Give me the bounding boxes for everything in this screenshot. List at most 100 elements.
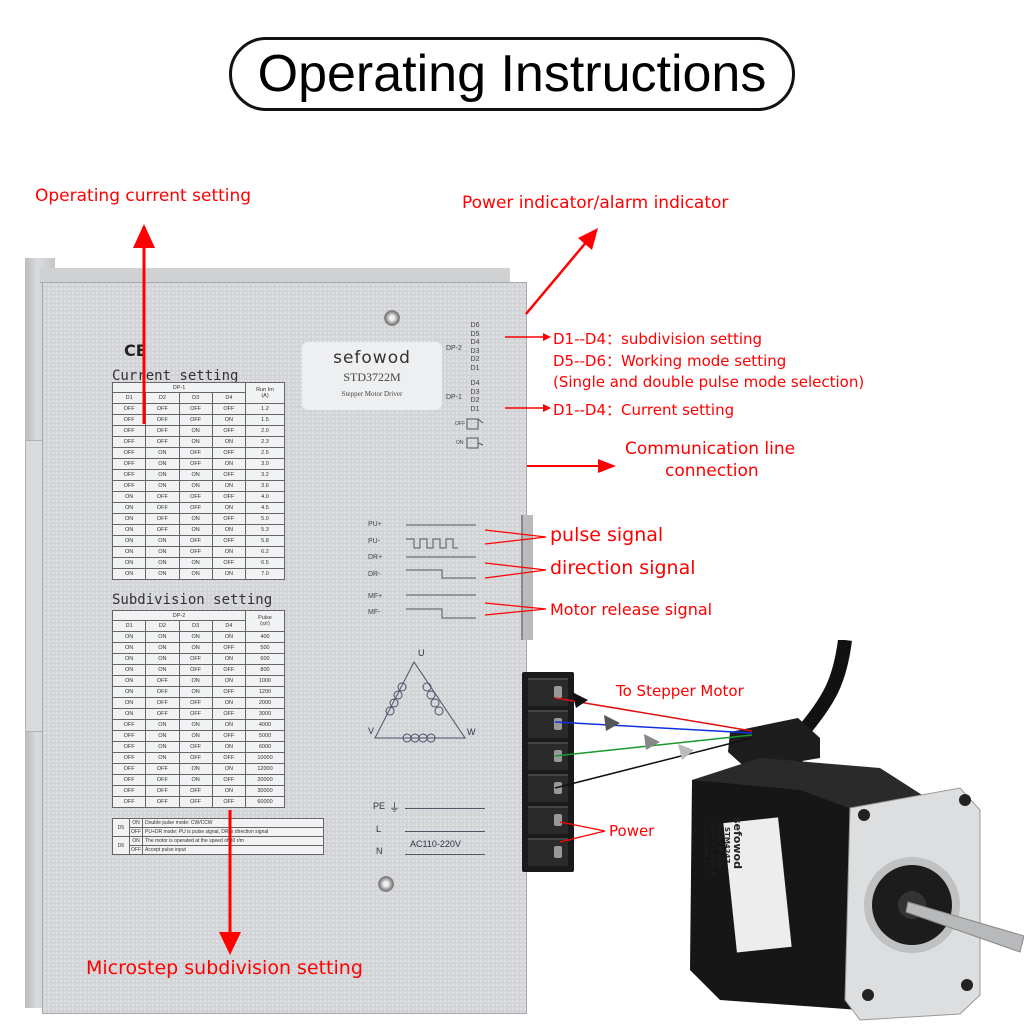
- switch-state-cell: ON: [111, 675, 147, 687]
- switch-state-cell: OFF: [211, 730, 247, 742]
- value-cell: 6.2: [245, 546, 285, 558]
- switch-state-cell: OFF: [111, 469, 147, 481]
- switch-state-cell: ON: [178, 686, 213, 698]
- subdivision-setting-title: Subdivision setting: [112, 592, 273, 608]
- switch-state-cell: ON: [145, 447, 180, 459]
- switch-state-cell: ON: [145, 653, 180, 665]
- driver-description: Stepper Motor Driver: [341, 390, 403, 398]
- switch-state-cell: ON: [211, 502, 247, 514]
- communication-line-label: Communication line: [625, 439, 796, 459]
- switch-state-cell: ON: [111, 697, 147, 709]
- switch-state-cell: ON: [211, 414, 247, 426]
- switch-state-cell: OFF: [178, 546, 213, 558]
- dp1-current-label: D1--D4：Current setting: [553, 401, 735, 419]
- dp2-switch: D5: [470, 330, 480, 338]
- switch-state-cell: ON: [145, 480, 180, 492]
- dp1-label: DP-1: [446, 394, 462, 401]
- dp1-switch: D3: [470, 388, 480, 396]
- switch-state-cell: ON: [211, 568, 247, 580]
- arrow-head-diagonal-icon: [578, 228, 598, 250]
- switch-state-cell: OFF: [111, 403, 147, 415]
- dp2-mode-note: (Single and double pulse mode selection): [553, 373, 865, 391]
- power-terminal-l: L: [376, 824, 382, 834]
- dp2-label: DP-2: [446, 345, 462, 352]
- switch-state-cell: OFF: [111, 763, 147, 775]
- switch-state-cell: OFF: [211, 686, 247, 698]
- mf-minus-waveform: [406, 608, 476, 619]
- switch-state-cell: ON: [178, 425, 213, 437]
- working-mode-table: D5 ON Double pulse mode: CW/CCW OFF PU+D…: [112, 818, 324, 855]
- switch-off-legend: OFF: [455, 421, 465, 427]
- motor-model: STM4247: [723, 827, 731, 864]
- column-header: D1: [111, 392, 147, 404]
- switch-state-cell: OFF: [145, 686, 180, 698]
- switch-state-cell: ON: [211, 546, 247, 558]
- dr-minus-waveform: [406, 569, 476, 579]
- wire-arrow-icon: [644, 734, 660, 750]
- switch-state-cell: ON: [211, 631, 247, 643]
- switch-state-cell: ON: [178, 763, 213, 775]
- switch-state-cell: OFF: [211, 752, 247, 764]
- switch-state-cell: OFF: [145, 697, 180, 709]
- value-cell: 10000: [245, 752, 285, 764]
- switch-state-cell: ON: [211, 719, 247, 731]
- value-cell: 3.2: [245, 469, 285, 481]
- switch-state-cell: OFF: [145, 436, 180, 448]
- column-header: D3: [178, 392, 213, 404]
- switch-state-cell: OFF: [178, 752, 213, 764]
- motor-release-signal-label: Motor release signal: [550, 600, 713, 619]
- motor-wiring-b: Green:B+ Black:B-: [709, 822, 716, 878]
- value-cell: 5.3: [245, 524, 285, 536]
- switch-state-cell: ON: [145, 631, 180, 643]
- switch-state-cell: OFF: [145, 491, 180, 503]
- dp2-subdivision-label: D1--D4：subdivision setting: [553, 330, 763, 348]
- to-stepper-motor-label: To Stepper Motor: [616, 682, 744, 700]
- switch-state-cell: OFF: [211, 491, 247, 503]
- switch-state-cell: ON: [145, 730, 180, 742]
- switch-state-cell: OFF: [178, 708, 213, 720]
- switch-state-cell: OFF: [211, 403, 247, 415]
- switch-state-cell: OFF: [211, 774, 247, 786]
- value-cell: 5.0: [245, 513, 285, 525]
- switch-state-cell: ON: [111, 631, 147, 643]
- screw-top: [384, 310, 400, 326]
- switch-state-cell: ON: [111, 653, 147, 665]
- switch-state-cell: OFF: [145, 708, 180, 720]
- signal-waveforms: [406, 524, 476, 619]
- switch-state-cell: OFF: [178, 403, 213, 415]
- switch-state-cell: OFF: [178, 785, 213, 797]
- value-cell: 2.3: [245, 436, 285, 448]
- value-cell: 400: [245, 631, 285, 643]
- switch-state-cell: OFF: [211, 535, 247, 547]
- switch-state-cell: OFF: [111, 480, 147, 492]
- driver-top-flange: [40, 268, 510, 283]
- switch-state-cell: OFF: [145, 524, 180, 536]
- value-cell: 12000: [245, 763, 285, 775]
- dp1-switch: D4: [470, 380, 480, 387]
- dp2-switch: D6: [470, 322, 480, 329]
- switch-state-cell: OFF: [178, 664, 213, 676]
- value-cell: 600: [245, 653, 285, 665]
- value-cell: 5.8: [245, 535, 285, 547]
- mode-description: PU+DR mode: PU is pulse signal, DR is di…: [142, 827, 324, 837]
- switch-state-cell: OFF: [111, 752, 147, 764]
- dp1-switch-list: D4 D3 D2 D1: [468, 380, 482, 414]
- value-cell: 4000: [245, 719, 285, 731]
- value-cell: 6000: [245, 741, 285, 753]
- switch-state-cell: ON: [178, 642, 213, 654]
- switch-state-cell: OFF: [178, 741, 213, 753]
